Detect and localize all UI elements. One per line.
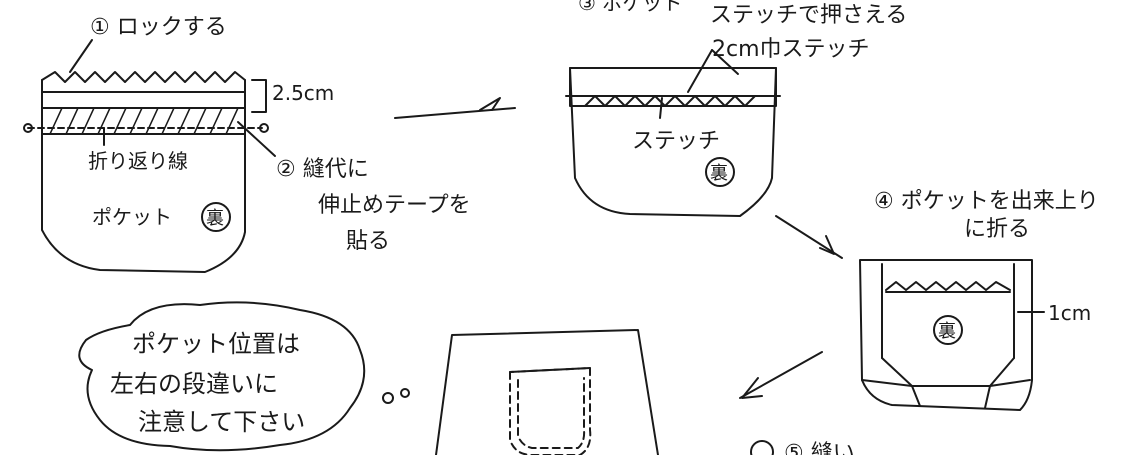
step3-top-band: [569, 67, 777, 107]
note-tail-dot-2: [400, 388, 410, 398]
step3-width-leader: [687, 49, 713, 93]
step1-tape-leader: [237, 121, 276, 157]
step1-fold-label: 折り返り線: [88, 149, 188, 173]
step1-tape-hatching: [49, 107, 239, 135]
step4-measure: 1cm: [1048, 301, 1091, 325]
step4-title-line1: ④ ポケットを出来上り: [874, 189, 1099, 214]
step2-line1: ② 縫代に: [276, 157, 369, 182]
step4-serged-edge: [885, 281, 1011, 291]
step1-reverse-mark: 裏: [206, 208, 224, 229]
step1-pocket-outline: [41, 79, 246, 273]
step3-stitch-width: 2cm巾ステッチ: [712, 37, 870, 62]
step4-bottom-fold: [881, 357, 1015, 387]
step1-measure: 2.5cm: [272, 81, 334, 105]
garment-pocket-inner: [517, 377, 586, 449]
step3-reverse-mark: 裏: [710, 163, 728, 184]
step1-reverse-circle: [201, 202, 231, 232]
step1-lock-leader: [69, 39, 93, 73]
note-line3: 注意して下さい: [138, 408, 305, 436]
garment-pocket: [509, 367, 592, 455]
step2-line3: 貼る: [346, 229, 390, 254]
step3-pocket-outline: [569, 67, 777, 217]
step4-reverse-circle: [933, 315, 963, 345]
garment-outline: [435, 329, 659, 455]
step4-title-line2: に折る: [964, 217, 1030, 242]
step3-title-line2: ステッチで押さえる: [710, 3, 907, 28]
step2-line2: 伸止めテープを: [318, 193, 471, 218]
step3-reverse-circle: [705, 157, 735, 187]
step4-pocket-outline: [859, 259, 1033, 411]
arrow-step3-to-step4: [775, 215, 843, 259]
step3-serged-edge: [584, 95, 756, 107]
note-line1: ポケット位置は: [132, 330, 300, 358]
step1-measure-bracket: [251, 79, 267, 113]
arrow-step1-to-step3: [394, 107, 516, 119]
step1-fold-left-dot: [23, 123, 33, 133]
step1-serged-edge: [41, 71, 246, 83]
step1-fold-right-dot: [259, 123, 269, 133]
note-line2: 左右の段違いに: [110, 370, 278, 398]
note-tail-dot-1: [382, 392, 394, 404]
step3-stitch-label: ステッチ: [632, 129, 720, 154]
step3-width-leader2: [711, 49, 739, 75]
step5-partial: ⑤ 縫い...: [784, 441, 876, 455]
step1-pocket-label: ポケット: [92, 205, 172, 229]
step5-circle-partial: [750, 440, 774, 455]
step1-tape-band: [41, 107, 246, 135]
arrow-step4-to-step5: [739, 351, 823, 399]
step3-stitch-leader: [659, 97, 663, 119]
note-bubble: [78, 301, 366, 452]
step1-title: ① ロックする: [90, 15, 227, 40]
step3-title-partial: ③ ポケット: [578, 0, 682, 15]
step4-reverse-mark: 裏: [938, 321, 956, 342]
